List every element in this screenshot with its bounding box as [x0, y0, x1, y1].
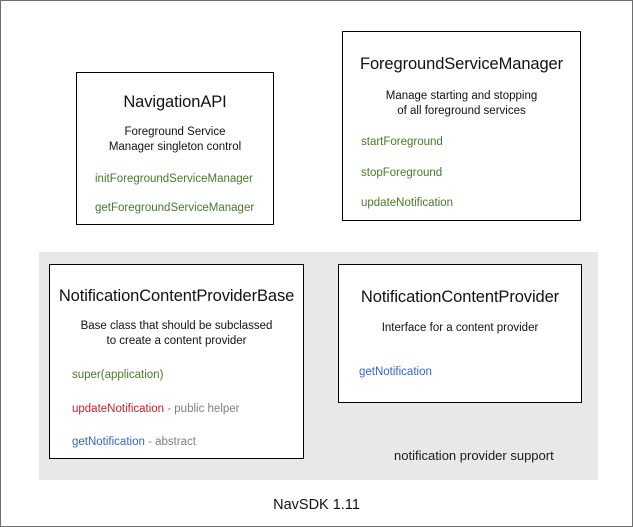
- diagram-footer-label: NavSDK 1.11: [273, 497, 360, 513]
- class-description: Manage starting and stopping of all fore…: [343, 89, 580, 118]
- class-member[interactable]: stopForeground: [361, 166, 580, 180]
- class-box-notification-content-provider-base[interactable]: NotificationContentProviderBase Base cla…: [49, 264, 304, 459]
- member-note: - abstract: [144, 436, 197, 449]
- class-member[interactable]: super(application): [72, 370, 303, 382]
- class-description-line: Foreground Service: [124, 126, 226, 138]
- class-title: NavigationAPI: [123, 93, 227, 111]
- member-name: updateNotification: [361, 197, 454, 210]
- member-note: - public helper: [164, 402, 240, 415]
- member-name: startForeground: [361, 136, 443, 149]
- member-name: stopForeground: [361, 166, 443, 179]
- class-member[interactable]: getNotification - abstract: [72, 437, 303, 449]
- class-description-line: Manager singleton control: [108, 140, 242, 153]
- member-name: getNotification: [72, 436, 145, 449]
- class-member[interactable]: updateNotification - public helper: [72, 402, 303, 416]
- class-member[interactable]: getNotification: [359, 365, 581, 379]
- class-box-foreground-service-manager[interactable]: ForegroundServiceManager Manage starting…: [342, 31, 581, 221]
- class-member-list: super(application) updateNotification - …: [50, 370, 303, 449]
- class-description: Foreground Service Manager singleton con…: [77, 125, 273, 154]
- class-member[interactable]: startForeground: [361, 137, 580, 149]
- class-title: NotificationContentProviderBase: [58, 287, 295, 305]
- class-description-line: Base class that should be subclassed: [80, 320, 273, 332]
- group-panel-caption: notification provider support: [394, 448, 554, 463]
- class-description-line: of all foreground services: [397, 104, 526, 117]
- class-title: NotificationContentProvider: [360, 288, 560, 306]
- class-member-list: startForeground stopForeground updateNot…: [343, 137, 580, 210]
- class-member[interactable]: updateNotification: [361, 198, 580, 210]
- member-name: updateNotification: [72, 402, 165, 415]
- class-description: Interface for a content provider: [339, 321, 581, 336]
- class-member-list: getNotification: [339, 365, 581, 379]
- member-name: getForegroundServiceManager: [95, 201, 255, 214]
- class-box-navigation-api[interactable]: NavigationAPI Foreground Service Manager…: [76, 72, 274, 225]
- class-description-line: Manage starting and stopping: [385, 90, 538, 102]
- member-name: initForegroundServiceManager: [95, 173, 253, 186]
- class-description-line: Interface for a content provider: [381, 322, 539, 334]
- member-name: getNotification: [359, 365, 432, 378]
- member-name: super(application): [72, 369, 164, 382]
- class-member[interactable]: getForegroundServiceManager: [95, 201, 273, 215]
- class-box-notification-content-provider[interactable]: NotificationContentProvider Interface fo…: [338, 264, 582, 403]
- class-description-line: to create a content provider: [106, 334, 247, 347]
- class-member-list: initForegroundServiceManager getForegrou…: [77, 174, 273, 214]
- class-title: ForegroundServiceManager: [359, 55, 564, 73]
- class-member[interactable]: initForegroundServiceManager: [95, 174, 273, 186]
- class-description: Base class that should be subclassed to …: [50, 319, 303, 348]
